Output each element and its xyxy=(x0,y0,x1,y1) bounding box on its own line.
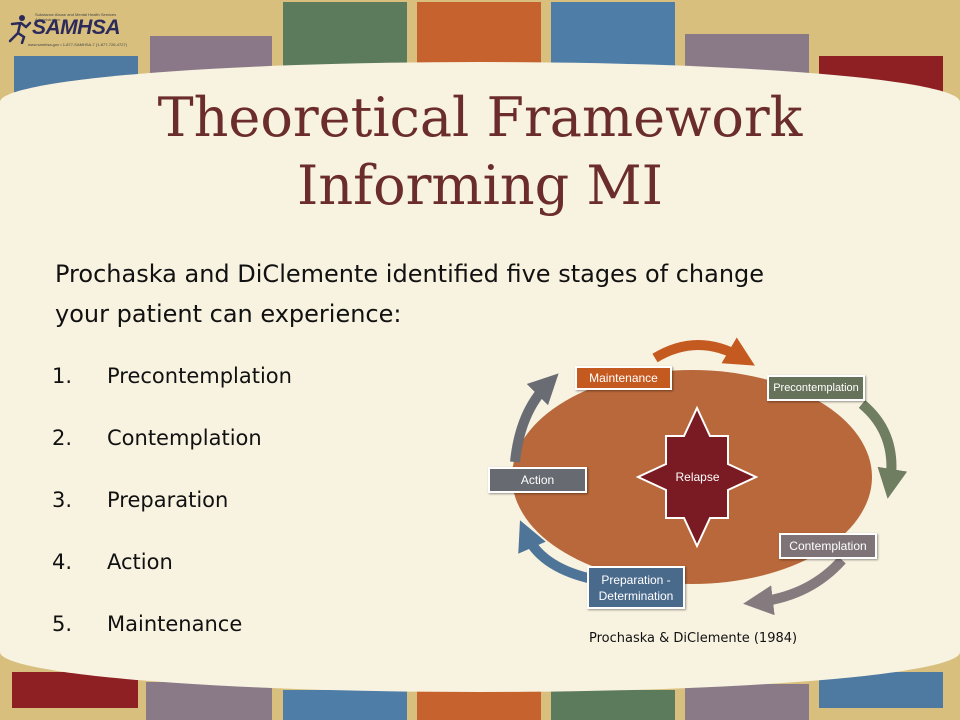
relapse-cross-shape xyxy=(635,405,759,549)
arrow-icon xyxy=(743,556,846,616)
decorative-tile xyxy=(146,682,272,720)
list-item: 3. Preparation xyxy=(52,488,292,550)
maintenance-label: Maintenance xyxy=(589,371,658,385)
logo-text: SAMHSA xyxy=(32,16,121,39)
diagram-caption: Prochaska & DiClemente (1984) xyxy=(589,631,798,646)
relapse-label: Relapse xyxy=(675,470,720,484)
intro-line-1: Prochaska and DiClemente identified five… xyxy=(55,260,765,288)
arrow-icon xyxy=(858,400,908,499)
maintenance-box: Maintenance xyxy=(575,366,672,390)
precontemplation-box: Precontemplation xyxy=(767,375,865,401)
arrow-icon xyxy=(518,520,590,583)
title-line-2: Informing MI xyxy=(296,154,664,217)
list-label: Action xyxy=(107,550,173,574)
list-number: 1. xyxy=(52,364,73,388)
action-label: Action xyxy=(520,473,555,487)
list-item: 5. Maintenance xyxy=(52,612,292,674)
title-line-1: Theoretical Framework xyxy=(157,86,803,149)
decorative-tile xyxy=(551,2,675,72)
list-label: Preparation xyxy=(107,488,229,512)
arrow-icon xyxy=(652,337,755,366)
contemplation-box: Contemplation xyxy=(779,533,877,559)
decorative-tile xyxy=(417,690,541,720)
preparation-label-line-1: Preparation - xyxy=(601,572,671,587)
intro-text: Prochaska and DiClemente identified five… xyxy=(55,254,915,334)
list-number: 4. xyxy=(52,550,73,574)
preparation-box: Preparation - Determination xyxy=(587,566,685,609)
stages-of-change-diagram xyxy=(510,337,908,616)
action-box: Action xyxy=(488,467,587,493)
list-item: 1. Precontemplation xyxy=(52,364,292,426)
slide-title: Theoretical Framework Informing MI xyxy=(0,84,960,220)
logo-contact: www.samhsa.gov • 1-877-SAMHSA-7 (1-877-7… xyxy=(28,42,127,47)
preparation-label-line-2: Determination xyxy=(598,588,674,603)
decorative-tile xyxy=(283,2,407,72)
contemplation-label: Contemplation xyxy=(789,539,867,553)
list-item: 4. Action xyxy=(52,550,292,612)
decorative-tile xyxy=(685,684,809,720)
precontemplation-label: Precontemplation xyxy=(773,382,859,394)
list-label: Maintenance xyxy=(107,612,243,636)
samhsa-logo: Substance Abuse and Mental Health Servic… xyxy=(8,8,140,52)
logo-subtitle: Substance Abuse and Mental Health Servic… xyxy=(35,12,117,22)
person-figure-icon xyxy=(8,15,32,44)
list-number: 5. xyxy=(52,612,73,636)
intro-line-2: your patient can experience: xyxy=(55,300,402,328)
list-number: 2. xyxy=(52,426,73,450)
list-item: 2. Contemplation xyxy=(52,426,292,488)
list-number: 3. xyxy=(52,488,73,512)
decorative-tile xyxy=(283,690,407,720)
arrow-icon xyxy=(510,373,559,463)
decorative-tile xyxy=(417,2,541,72)
stages-list: 1. Precontemplation 2. Contemplation 3. Pre… xyxy=(52,364,292,674)
list-label: Contemplation xyxy=(107,426,262,450)
decorative-tile xyxy=(551,690,675,720)
list-label: Precontemplation xyxy=(107,364,292,388)
